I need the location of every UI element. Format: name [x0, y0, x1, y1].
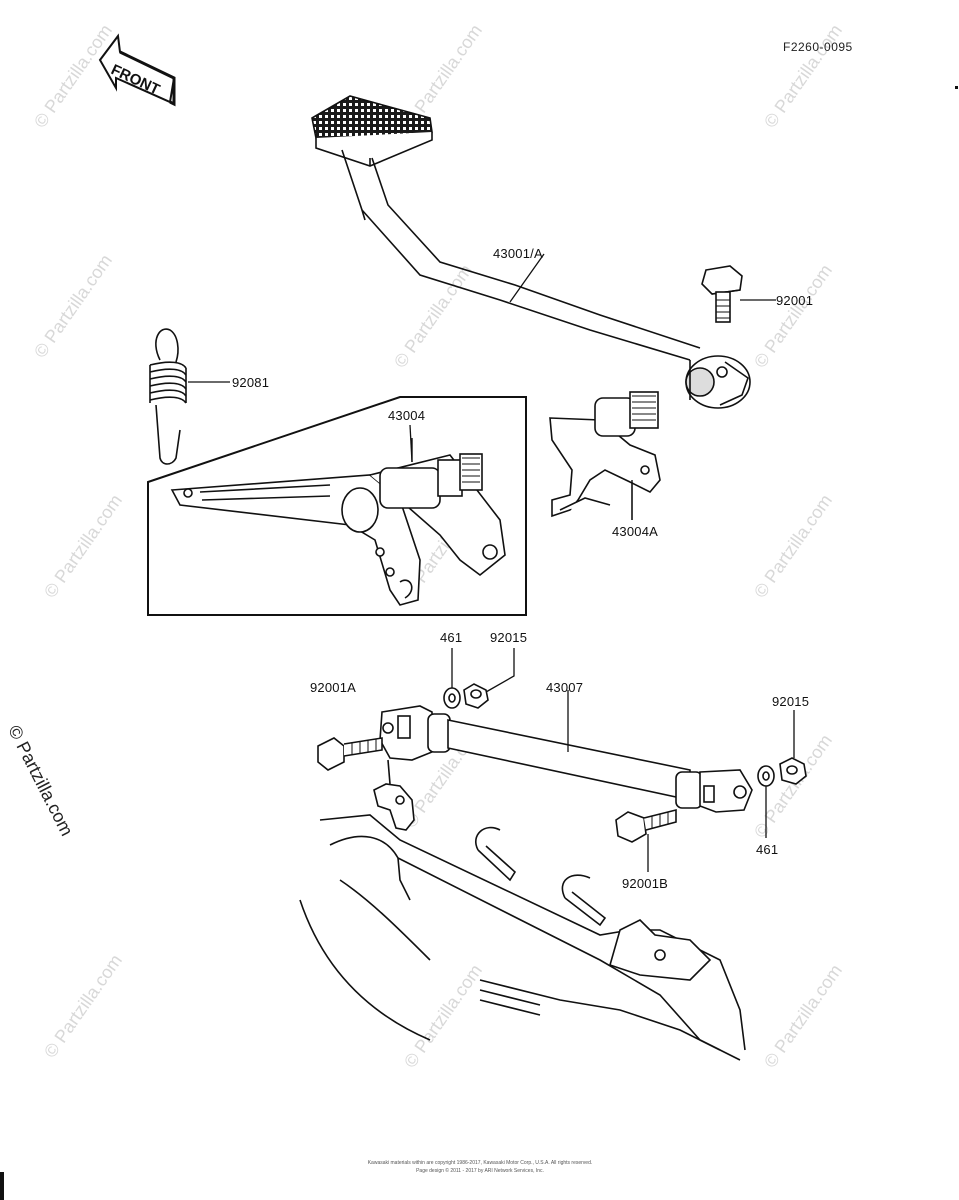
part-label[interactable]: 92001: [776, 293, 814, 308]
nut-92015-right: [779, 757, 807, 785]
part-label[interactable]: 43004A: [612, 524, 659, 539]
part-label[interactable]: 92081: [232, 375, 270, 390]
nut-92015-left: [463, 683, 489, 709]
part-label[interactable]: 92015: [772, 694, 810, 709]
washer-461-right: [757, 765, 775, 787]
part-label[interactable]: 43001/A: [493, 246, 543, 261]
part-label[interactable]: 43007: [546, 680, 584, 695]
shaft-43004a: [549, 391, 661, 520]
brake-pedal: [311, 95, 751, 409]
part-label[interactable]: 43004: [388, 408, 426, 423]
bolt-92001a: [317, 737, 383, 771]
part-label[interactable]: 461: [756, 842, 779, 857]
diagram-code: F2260-0095: [783, 40, 853, 54]
copyright-line: Kawasaki materials within are copyright …: [367, 1160, 593, 1166]
bolt-92001: [701, 265, 743, 323]
front-arrow-icon: FRONT: [98, 33, 176, 107]
bolt-92001b: [615, 808, 677, 843]
washer-461-left: [443, 687, 461, 709]
edge-mark: [0, 1172, 4, 1200]
spring-92081: [149, 328, 187, 465]
part-label[interactable]: 92001A: [310, 680, 357, 695]
part-label[interactable]: 92015: [490, 630, 528, 645]
part-label[interactable]: 461: [440, 630, 463, 645]
leader-lines: [188, 253, 795, 872]
part-label[interactable]: 92001B: [622, 876, 669, 891]
copyright-line: Page design © 2011 - 2017 by ARI Network…: [416, 1168, 544, 1174]
tie-rod-43007: [379, 705, 753, 813]
frame-outline: [299, 759, 746, 1061]
shaft-43004: [170, 438, 506, 606]
detail-box: [147, 396, 527, 616]
edge-mark: [955, 86, 958, 89]
